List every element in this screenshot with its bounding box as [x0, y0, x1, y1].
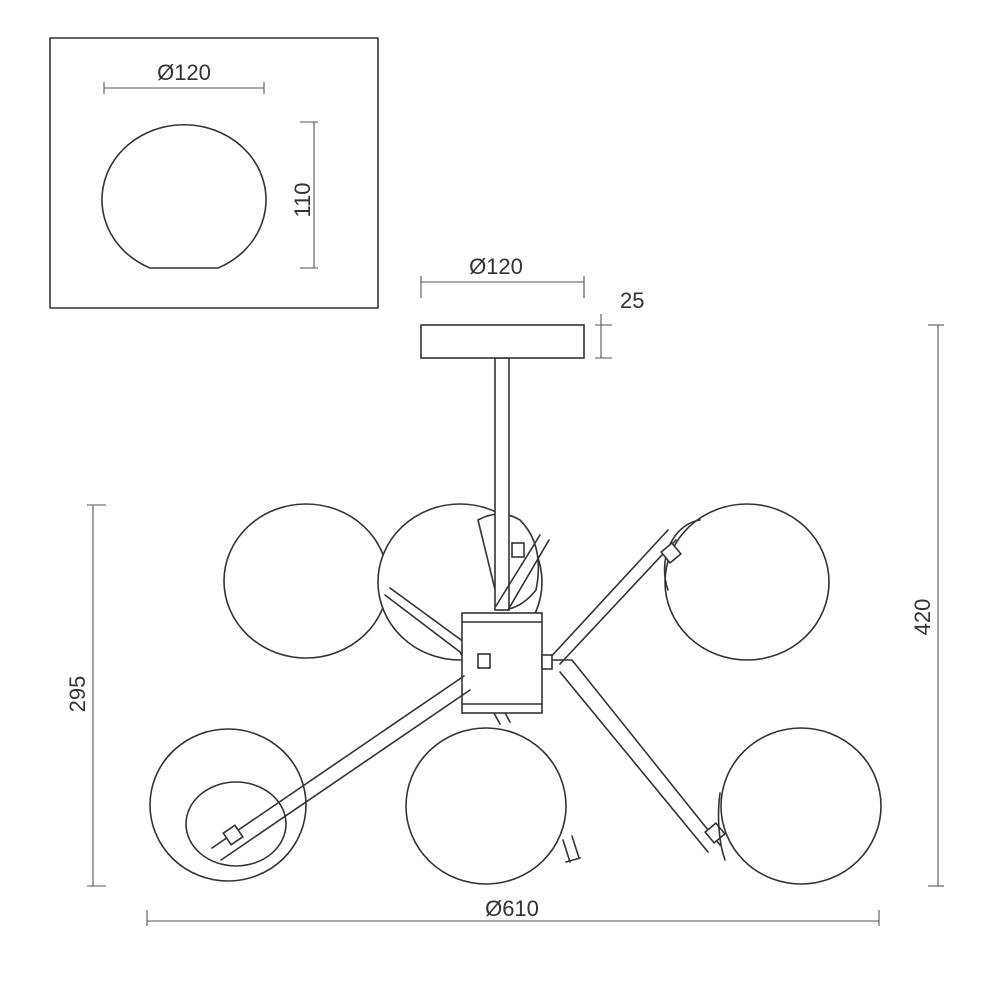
- lamp-main-view: [149, 324, 882, 885]
- globe-front-right: [720, 727, 882, 885]
- central-hub: [461, 612, 543, 714]
- arm-front-right: [547, 659, 721, 846]
- arm-front-left: [211, 675, 465, 849]
- body-height-dimension: 295: [65, 504, 106, 887]
- stem-rod: [494, 357, 510, 611]
- canopy-plate: [420, 324, 585, 359]
- arm-front-center: [562, 839, 571, 863]
- overall-height-label: 420: [910, 599, 935, 636]
- overall-height-dimension: 420: [910, 324, 944, 887]
- inset-shade-diameter-label: Ø120: [157, 60, 211, 85]
- inset-shade-height-label: 110: [290, 182, 315, 217]
- inset-frame: [49, 37, 379, 309]
- canopy-dimensions: Ø120 25: [420, 254, 644, 359]
- globe-back-right: [664, 503, 830, 661]
- arm-back-right: [547, 529, 669, 661]
- globe-cup-front-left: [185, 781, 287, 867]
- globe-front-left: [149, 728, 307, 882]
- shade-detail-inset: Ø120 110: [49, 37, 379, 309]
- arm-back-center: [495, 534, 541, 607]
- globe-back-left: [223, 503, 389, 659]
- overall-diameter-label: Ø610: [485, 896, 539, 921]
- globe-front-center: [405, 727, 567, 885]
- inset-shade-globe: [101, 124, 267, 269]
- canopy-height-label: 25: [620, 288, 644, 313]
- body-height-label: 295: [65, 676, 90, 713]
- canopy-diameter-label: Ø120: [469, 254, 523, 279]
- overall-diameter-dimension: Ø610: [146, 896, 880, 926]
